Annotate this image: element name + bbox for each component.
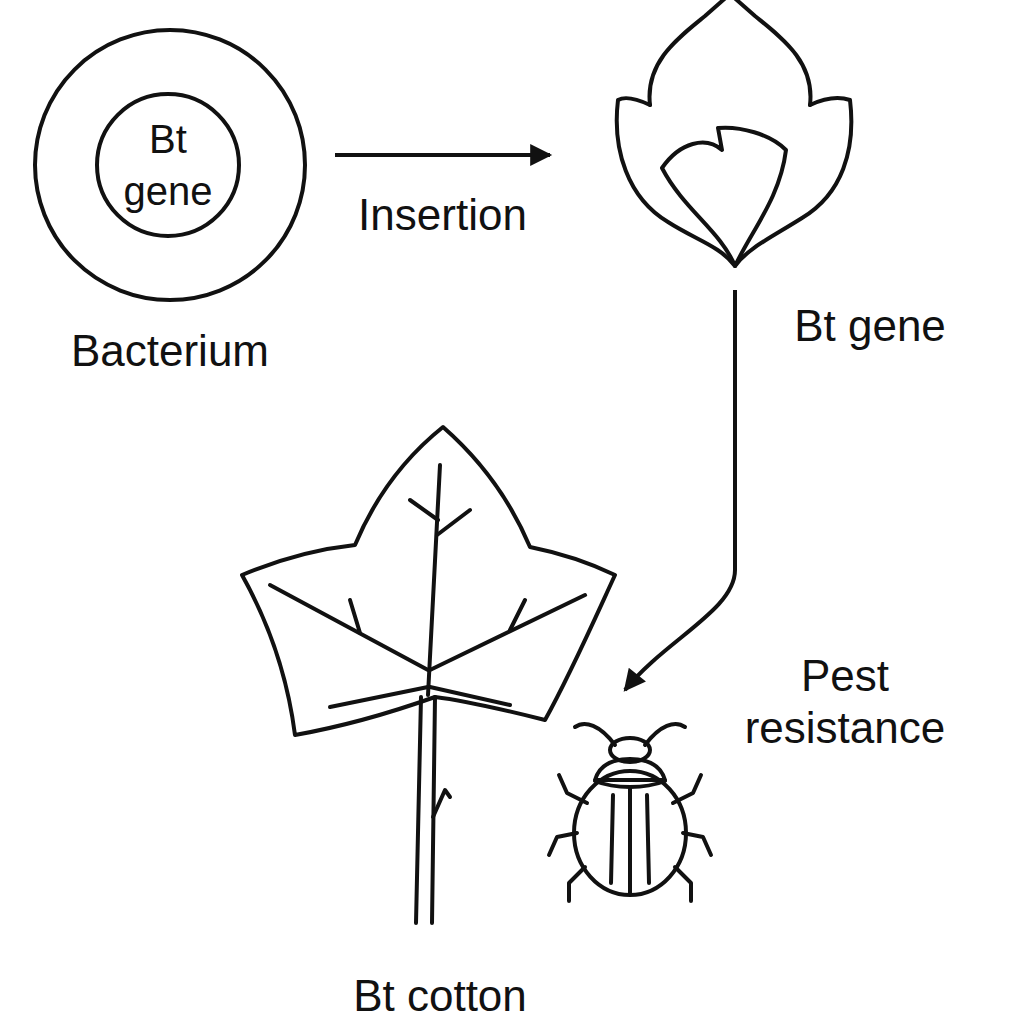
bacterium-cell-outline (30, 25, 310, 305)
bacterium-cell: Bacterium Bt gene (30, 25, 310, 385)
node-label: Pest resistance (720, 650, 970, 754)
gene-circle: Bt gene (95, 92, 241, 238)
arrow-connector (335, 153, 550, 157)
bt-cotton-leaf-outline (240, 425, 620, 930)
pest-beetle-outline (545, 715, 715, 905)
cotton-boll-outline (610, 0, 860, 275)
cotton-boll: Bt gene (600, 0, 970, 360)
node-label: Bt gene (765, 300, 975, 352)
node-label: Bacterium (30, 325, 310, 377)
bt-cotton-leaf: Bt cotton (230, 420, 650, 1020)
pest-beetle: Pest resistance (545, 640, 975, 910)
gene-circle-outline (95, 92, 241, 238)
node-label: Bt gene (103, 113, 233, 217)
node-label: Bt cotton (230, 970, 650, 1022)
edge-label: Insertion (293, 189, 593, 241)
arrow-connector (625, 290, 735, 690)
